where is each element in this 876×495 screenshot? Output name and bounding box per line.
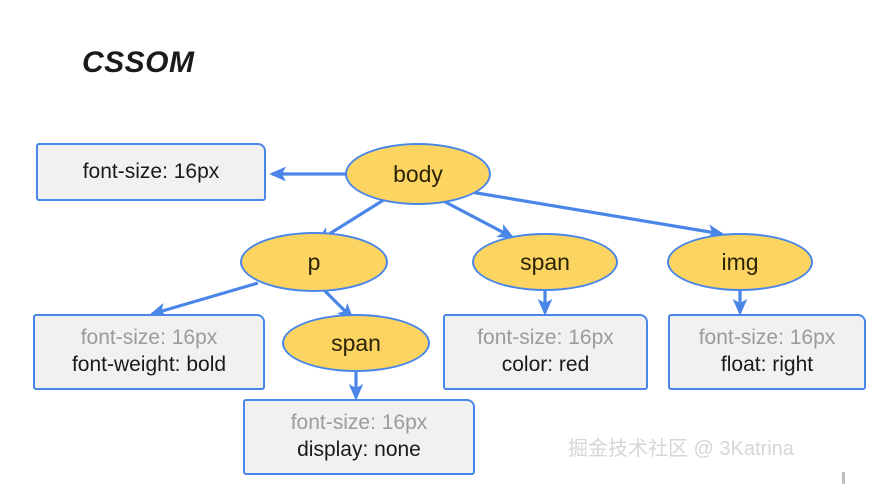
propbox-body[interactable]: font-size: 16px (36, 143, 266, 201)
node-body[interactable]: body (345, 143, 491, 205)
page-title: CSSOM (82, 46, 195, 79)
propbox-span-top-line-1: font-size: 16px (477, 326, 614, 350)
propbox-p-line-1: font-size: 16px (80, 326, 218, 350)
propbox-span-nested[interactable]: font-size: 16px display: none (243, 399, 475, 475)
node-img[interactable]: img (667, 233, 813, 291)
node-span-top[interactable]: span (472, 233, 618, 291)
node-span-nested[interactable]: span (282, 314, 430, 372)
propbox-p[interactable]: font-size: 16px font-weight: bold (33, 314, 265, 390)
propbox-span-top-line-2: color: red (501, 353, 590, 376)
propbox-img[interactable]: font-size: 16px float: right (668, 314, 866, 390)
propbox-p-line-2: font-weight: bold (71, 353, 227, 376)
propbox-span-nested-line-2: display: none (297, 438, 421, 461)
node-span-top-label: span (520, 248, 570, 275)
watermark: 掘金技术社区 @ 3Katrina (568, 438, 794, 460)
propbox-span-nested-line-1: font-size: 16px (290, 411, 428, 435)
node-img-label: img (721, 248, 759, 275)
propbox-span-top[interactable]: font-size: 16px color: red (443, 314, 648, 390)
cursor-mark (842, 472, 845, 484)
propbox-img-line-1: font-size: 16px (698, 326, 836, 350)
propbox-body-line-1: font-size: 16px (82, 159, 220, 183)
propbox-img-line-2: float: right (720, 353, 814, 376)
node-body-label: body (393, 160, 443, 187)
edge-body-to-img (446, 186, 725, 239)
node-p-label: p (307, 248, 321, 275)
node-span-nested-label: span (331, 329, 381, 356)
node-p[interactable]: p (240, 232, 388, 292)
edge-p-to-p-props (149, 281, 259, 318)
